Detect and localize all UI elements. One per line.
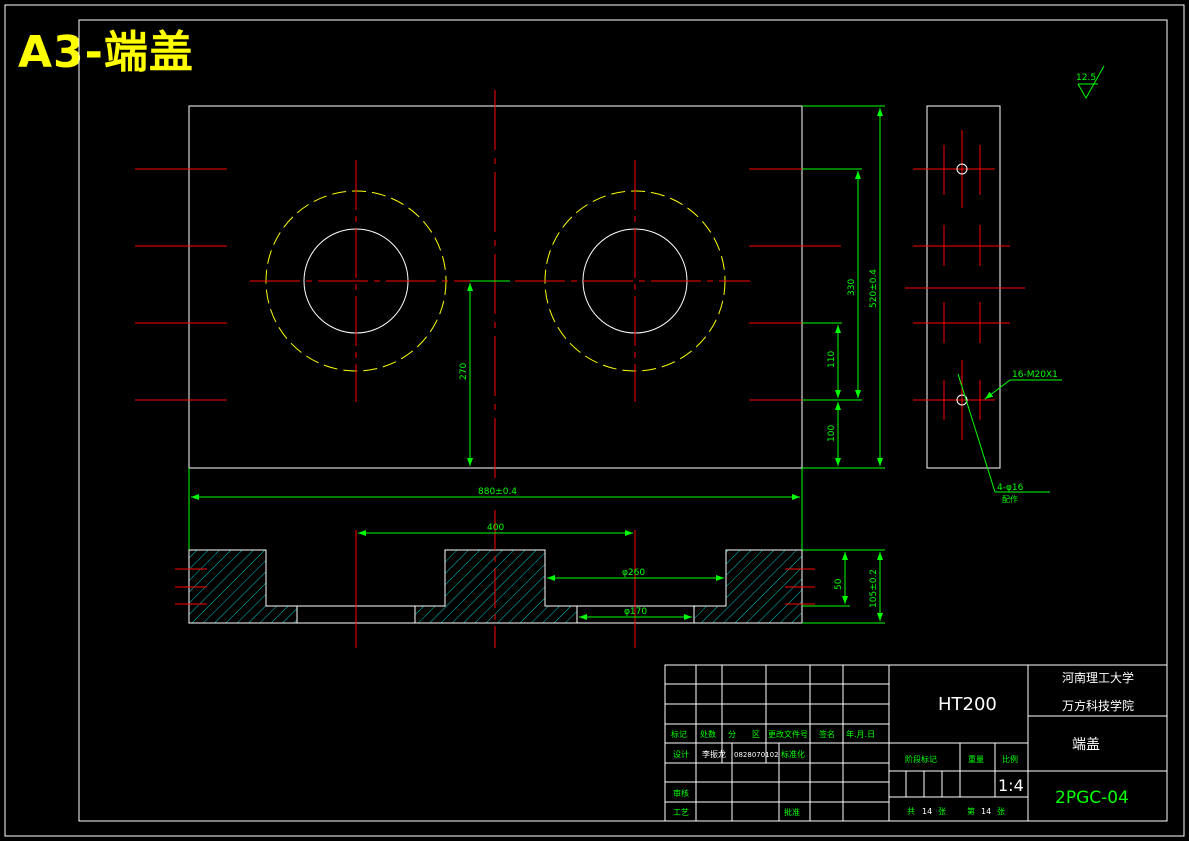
- dim-110-text: 110: [827, 351, 837, 368]
- dim-400-text: 400: [487, 523, 504, 533]
- total-label: 共: [907, 807, 915, 816]
- dim-right-extensions: [802, 105, 885, 469]
- standard-label: 标准化: [781, 749, 805, 759]
- roughness-value: 12.5: [1076, 73, 1096, 83]
- sheet-title: A3-端盖: [18, 27, 194, 78]
- approve-label: 批准: [784, 807, 800, 817]
- part-name: 端盖: [1072, 737, 1100, 753]
- title-block-grid: [665, 665, 1167, 821]
- scale-value: 1:4: [998, 776, 1024, 795]
- side-view-outline: [926, 105, 1001, 469]
- hdr-doc: 更改文件号: [768, 729, 808, 739]
- right-bore: [515, 160, 750, 402]
- left-bolt-marks: [135, 168, 227, 401]
- designer-label: 设计: [673, 749, 689, 759]
- school-line1: 河南理工大学: [1062, 670, 1134, 685]
- dim-330-text: 330: [847, 279, 857, 296]
- hdr-zone1: 分: [728, 730, 736, 739]
- scale-label: 比例: [1002, 754, 1018, 764]
- dim-880: [188, 468, 803, 550]
- front-view: 270 520±0.4 330 110 100 880±0.4: [135, 90, 885, 550]
- inner-border: [78, 19, 1168, 822]
- holes-note: 4-φ16: [997, 483, 1024, 493]
- sheet-label: 第: [967, 806, 975, 816]
- section-centerlines: [175, 510, 815, 648]
- thread-note: 16-M20X1: [1012, 370, 1058, 380]
- dim-d170-text: φ170: [624, 607, 647, 617]
- craft-label: 工艺: [673, 808, 689, 817]
- section-view: 400 φ260 φ170 50 105±0.2: [175, 510, 885, 648]
- weight-label: 重量: [968, 754, 984, 764]
- dim-270: [467, 280, 510, 466]
- left-bore: [250, 160, 470, 402]
- dim-105-text: 105±0.2: [869, 569, 879, 608]
- dim-880-text: 880±0.4: [478, 487, 517, 497]
- review-label: 审核: [673, 788, 689, 798]
- hdr-mark: 标记: [671, 729, 687, 739]
- drawing-no: 2PGC-04: [1055, 788, 1129, 808]
- material: HT200: [938, 694, 997, 715]
- side-view: 16-M20X1 4-φ16 配作: [905, 105, 1062, 504]
- hdr-zone2: 区: [752, 730, 760, 739]
- side-view-centerlines: [913, 130, 1010, 440]
- sheet-value: 14: [981, 807, 991, 816]
- designer-name: 李振龙: [702, 749, 726, 759]
- stage-label: 阶段标记: [905, 754, 937, 764]
- hdr-sign: 签名: [819, 729, 835, 739]
- title-block: 标记 处数 分 区 更改文件号 签名 年.月.日 设计 李振龙 08280701…: [664, 664, 1168, 822]
- total-unit: 张: [938, 807, 946, 816]
- side-leaders: [957, 373, 1062, 493]
- student-id: 0828070102: [734, 751, 779, 759]
- dim-520-text: 520±0.4: [869, 269, 879, 308]
- outer-border: [4, 4, 1185, 837]
- dim-d260-text: φ260: [622, 568, 645, 578]
- side-hole-top: [956, 163, 968, 175]
- sheet-unit: 张: [997, 807, 1005, 816]
- dim-270-text: 270: [459, 363, 469, 380]
- section-dimensions: [358, 530, 885, 624]
- holes-sub-note: 配作: [1002, 494, 1018, 504]
- school-line2: 万方科技学院: [1062, 698, 1134, 713]
- hdr-date: 年.月.日: [846, 729, 875, 739]
- dim-50-text: 50: [834, 578, 844, 590]
- roughness-symbol: 12.5: [1076, 65, 1105, 100]
- hdr-count: 处数: [700, 729, 716, 739]
- side-hole-bottom: [956, 394, 968, 406]
- dim-100-text: 100: [827, 425, 837, 442]
- total-value: 14: [922, 807, 932, 816]
- section-inner-lines: [296, 606, 695, 623]
